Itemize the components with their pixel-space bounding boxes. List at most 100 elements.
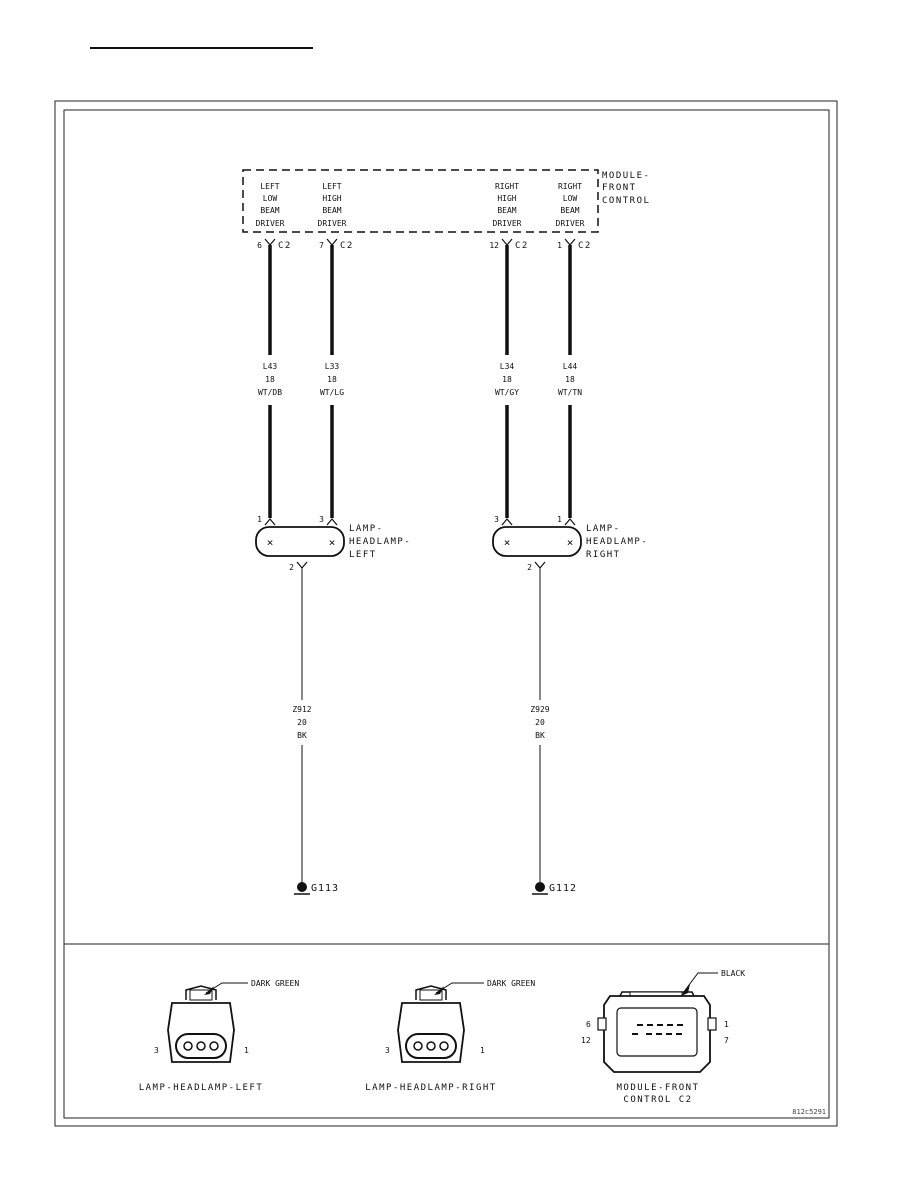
connector-caption: MODULE-FRONT <box>616 1083 699 1093</box>
circuit-gauge: 18 <box>502 375 512 384</box>
circuit-id: L34 <box>500 362 515 371</box>
terminal-cavity-icon <box>413 1041 423 1051</box>
driver-text: DRIVER <box>493 219 522 228</box>
pin-number: 1 <box>257 515 262 524</box>
ground-label: G112 <box>549 883 577 894</box>
ground-label: G113 <box>311 883 339 894</box>
connector-latch-tab <box>189 989 213 1001</box>
circuit-color: WT/GY <box>495 388 519 397</box>
connector-label: C2 <box>278 241 292 251</box>
circuit-color: WT/DB <box>258 388 282 397</box>
connector-face <box>175 1033 227 1059</box>
driver-text: DRIVER <box>318 219 347 228</box>
connector-symbol <box>501 238 513 246</box>
driver-text: LOW <box>263 194 278 203</box>
terminal-grid <box>632 1024 683 1035</box>
lamp-headlamp-left: × × LAMP- HEADLAMP- LEFT <box>255 524 411 560</box>
circuit-color: WT/TN <box>558 388 582 397</box>
circuit-id: L43 <box>263 362 278 371</box>
lamp-name-line: HEADLAMP- <box>586 537 648 547</box>
driver-text: BEAM <box>497 206 516 215</box>
connector-view-module-c2: BLACK 6 12 1 7 MODULE-FRONT CONTROL C2 <box>581 969 745 1105</box>
driver-text: HIGH <box>322 194 341 203</box>
connector-latch <box>185 985 217 1000</box>
terminal-icon <box>646 1033 652 1035</box>
terminal-cavity-icon <box>183 1041 193 1051</box>
pin-number: 1 <box>557 241 562 250</box>
lamp-name-line: HEADLAMP- <box>349 537 411 547</box>
connector-symbol <box>264 518 276 526</box>
outer-frame <box>54 100 838 1127</box>
wire-z912: Z912 20 BK <box>292 568 312 882</box>
circuit-label-l34: L34 18 WT/GY <box>495 362 519 397</box>
driver-text: HIGH <box>497 194 516 203</box>
mounting-ear <box>707 1017 717 1031</box>
circuit-color: WT/LG <box>320 388 344 397</box>
filament-x-icon: × <box>567 536 574 549</box>
connector-symbol <box>534 561 546 569</box>
module-pin-7: 7 C2 <box>319 238 352 251</box>
connector-label: C2 <box>515 241 529 251</box>
connector-symbol <box>564 238 576 246</box>
mounting-ear <box>597 1017 607 1031</box>
module-name-line-2: FRONT <box>602 183 637 193</box>
pin-number: 2 <box>527 563 532 572</box>
circuit-gauge: 18 <box>565 375 575 384</box>
pin-number: 12 <box>489 241 499 250</box>
pin-number: 6 <box>586 1020 591 1029</box>
pin-number: 1 <box>724 1020 729 1029</box>
connector-latch-tab <box>419 989 443 1001</box>
terminal-icon <box>667 1024 673 1026</box>
lamp-right-ground-pin: 2 <box>527 561 546 572</box>
driver-text: RIGHT <box>558 182 582 191</box>
driver-text: RIGHT <box>495 182 519 191</box>
filament-x-icon: × <box>504 536 511 549</box>
callout-arrow-icon <box>681 984 690 996</box>
callout-leader <box>682 972 718 994</box>
connector-label: C2 <box>578 241 592 251</box>
lamp-name-line: LEFT <box>349 550 377 560</box>
pin-number: 1 <box>480 1046 485 1055</box>
circuit-label-l43: L43 18 WT/DB <box>258 362 282 397</box>
terminal-icon <box>656 1033 662 1035</box>
circuit-gauge: 20 <box>535 718 545 727</box>
connector-symbol <box>326 238 338 246</box>
ground-g113: G113 <box>294 882 339 895</box>
driver-label-left-low: LEFT LOW BEAM DRIVER <box>256 182 285 228</box>
terminal-icon <box>637 1024 643 1026</box>
pin-number: 3 <box>319 515 324 524</box>
color-callout: DARK GREEN <box>251 979 299 988</box>
color-callout: BLACK <box>721 969 745 978</box>
filament-x-icon: × <box>329 536 336 549</box>
circuit-label-l44: L44 18 WT/TN <box>558 362 582 397</box>
figure-id: 812c5291 <box>792 1108 826 1116</box>
inner-frame <box>63 109 830 1119</box>
connector-caption: LAMP-HEADLAMP-LEFT <box>139 1083 264 1093</box>
driver-label-right-high: RIGHT HIGH BEAM DRIVER <box>493 182 522 228</box>
pin-number: 3 <box>494 515 499 524</box>
driver-text: LEFT <box>322 182 341 191</box>
circuit-gauge: 18 <box>327 375 337 384</box>
terminal-icon <box>657 1024 663 1026</box>
circuit-label-l33: L33 18 WT/LG <box>320 362 344 397</box>
module-name-label: MODULE- FRONT CONTROL <box>602 171 650 206</box>
pin-number: 3 <box>154 1046 159 1055</box>
ground-g112: G112 <box>532 882 577 895</box>
pin-number: 12 <box>581 1036 591 1045</box>
color-callout: DARK GREEN <box>487 979 535 988</box>
connector-face <box>616 1007 698 1057</box>
lamp-left-ground-pin: 2 <box>289 561 308 572</box>
circuit-id: Z912 <box>292 705 311 714</box>
connector-symbol <box>264 238 276 246</box>
module-pin-1: 1 C2 <box>557 238 592 251</box>
pin-number: 2 <box>289 563 294 572</box>
lamp-body <box>492 526 582 557</box>
pin-number: 1 <box>557 515 562 524</box>
pin-number: 7 <box>319 241 324 250</box>
lamp-left-input-pins: 1 3 <box>257 515 338 526</box>
circuit-id: Z929 <box>530 705 549 714</box>
module-name-line-1: MODULE- <box>602 171 650 181</box>
connector-view-headlamp-right: DARK GREEN 3 1 LAMP-HEADLAMP-RIGHT <box>365 979 535 1093</box>
circuit-id: L33 <box>325 362 340 371</box>
